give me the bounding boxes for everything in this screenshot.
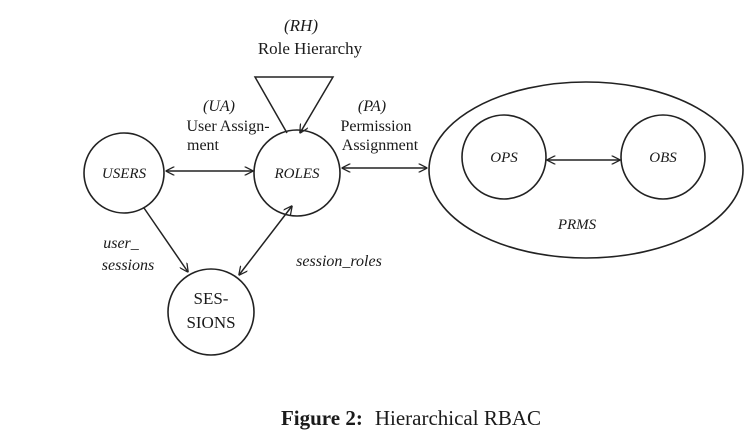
- sessions-node: [167, 268, 255, 356]
- figure-title: Hierarchical RBAC: [375, 406, 541, 430]
- session-roles-label: session_roles: [296, 253, 382, 270]
- user-sessions-label-line1: user_: [103, 235, 140, 252]
- ops-label: OPS: [490, 150, 518, 166]
- role-hierarchy-loop: [253, 76, 335, 133]
- user-sessions-edge: [143, 207, 188, 272]
- roles-node: [253, 129, 341, 217]
- obs-label: OBS: [649, 150, 677, 166]
- rh-abbrev: (RH): [284, 16, 318, 35]
- user-sessions-label-line2: sessions: [102, 257, 154, 274]
- ops-node: [461, 114, 547, 200]
- users-label: USERS: [102, 166, 147, 182]
- ua-label-line2: ment: [187, 137, 220, 154]
- roles-label: ROLES: [274, 166, 321, 182]
- session-roles-edge: [239, 206, 292, 275]
- ua-label-line1: User Assign-: [186, 118, 269, 135]
- prms-ellipse: [428, 81, 744, 259]
- sessions-label-line2: SIONS: [186, 313, 235, 332]
- ua-abbrev: (UA): [203, 98, 235, 115]
- pa-abbrev: (PA): [358, 98, 386, 115]
- figure-caption: Figure 2: Hierarchical RBAC: [281, 406, 541, 430]
- prms-label: PRMS: [557, 217, 597, 233]
- obs-node: [620, 114, 706, 200]
- pa-label-line1: Permission: [340, 118, 411, 135]
- pa-label-line2: Assignment: [342, 137, 419, 154]
- figure-number: Figure 2:: [281, 406, 363, 430]
- sessions-label-line1: SES-: [194, 289, 229, 308]
- users-node: [83, 132, 165, 214]
- rh-name: Role Hierarchy: [258, 39, 363, 58]
